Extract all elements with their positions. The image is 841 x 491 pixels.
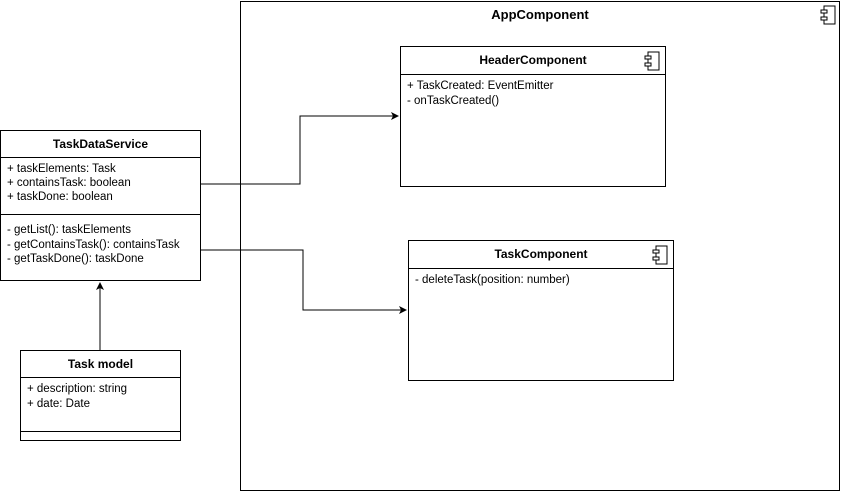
uml-component-icon xyxy=(820,5,836,25)
uml-component-icon xyxy=(652,245,668,265)
header-component-member: + TaskCreated: EventEmitter xyxy=(407,80,554,92)
task-model-title: Task model xyxy=(67,357,134,371)
task-model-attribute: + description: string xyxy=(27,383,128,395)
service-to-task-connector xyxy=(201,249,407,314)
task-data-service-method: - getTaskDone(): taskDone xyxy=(7,253,144,265)
task-data-service-divider xyxy=(1,214,200,215)
task-data-service-method: - getList(): taskElements xyxy=(7,224,131,236)
task-component-box: TaskComponent - deleteTask(position: num… xyxy=(408,240,674,381)
app-component-title: AppComponent xyxy=(491,7,589,22)
service-to-header-connector xyxy=(201,112,399,185)
task-model-box: Task model + description: string + date:… xyxy=(20,350,181,441)
task-data-service-title: TaskDataService xyxy=(52,137,149,151)
task-data-service-attribute: + taskDone: boolean xyxy=(7,191,113,203)
uml-component-icon xyxy=(644,51,660,71)
task-data-service-method: - getContainsTask(): containsTask xyxy=(7,239,180,251)
task-data-service-divider xyxy=(1,157,200,158)
task-model-divider xyxy=(21,377,180,378)
task-model-attribute: + date: Date xyxy=(27,398,90,410)
task-component-divider xyxy=(409,268,673,269)
header-component-title: HeaderComponent xyxy=(479,53,587,67)
header-component-member: - onTaskCreated() xyxy=(407,95,500,107)
task-component-title: TaskComponent xyxy=(494,247,588,261)
task-component-member: - deleteTask(position: number) xyxy=(415,274,570,286)
task-data-service-attribute: + taskElements: Task xyxy=(7,163,116,175)
header-component-divider xyxy=(401,74,665,75)
header-component-box: HeaderComponent + TaskCreated: EventEmit… xyxy=(400,46,666,187)
task-data-service-box: TaskDataService + taskElements: Task + c… xyxy=(0,130,201,281)
task-data-service-attribute: + containsTask: boolean xyxy=(7,177,131,189)
task-model-divider xyxy=(21,431,180,432)
